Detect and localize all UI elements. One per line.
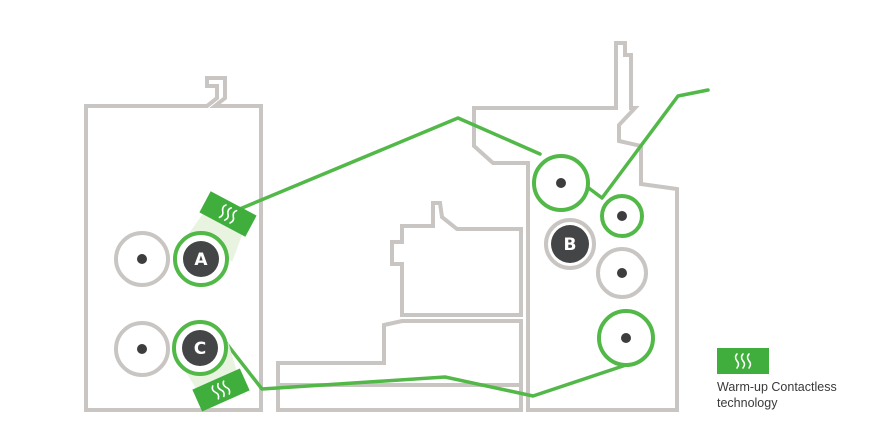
roll-right-1	[600, 194, 644, 238]
roll-b-label: B	[564, 235, 577, 255]
roll-left-upper	[114, 231, 170, 287]
roll-b: B	[544, 218, 596, 270]
roll-right-3	[597, 309, 655, 367]
roll-c-label: C	[194, 339, 206, 359]
heat-waves-icon	[734, 353, 752, 369]
roll-c: C	[172, 320, 228, 376]
roll-a: A	[173, 231, 229, 287]
legend-label: Warm-up Contactless technology	[717, 380, 837, 410]
right-press-frame	[472, 41, 679, 412]
paper-web-path	[216, 116, 542, 220]
middle-lower-frame	[276, 319, 523, 412]
roll-right-2	[596, 247, 648, 299]
middle-upper-frame	[390, 201, 523, 317]
left-press-frame	[84, 76, 263, 412]
paper-web-upper-right	[584, 88, 710, 200]
legend-swatch	[717, 348, 769, 374]
roll-left-lower	[114, 321, 170, 377]
roll-a-label: A	[194, 250, 208, 270]
paper-web-lower	[210, 323, 631, 398]
legend: Warm-up Contactless technology	[717, 348, 882, 411]
heat-waves-icon	[211, 380, 231, 400]
heat-waves-icon	[218, 204, 238, 224]
roll-right-top	[532, 154, 590, 212]
